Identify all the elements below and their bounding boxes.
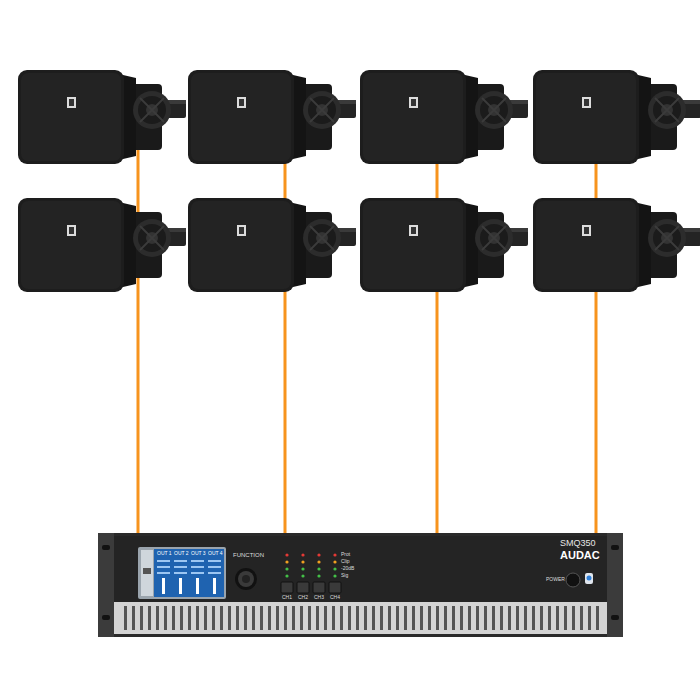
power-label: POWER	[546, 577, 565, 582]
output-label: OUT 3	[191, 551, 206, 556]
output-label: OUT 1	[157, 551, 172, 556]
output-label: OUT 4	[208, 551, 223, 556]
amplifier-body	[98, 533, 623, 637]
led-label: Prot	[341, 552, 350, 557]
knob-label: FUNCTION	[233, 552, 264, 558]
wall-speakers	[18, 70, 700, 292]
speaker-cables	[138, 150, 596, 536]
amplifier-unit: SMQ350AUDAC	[98, 533, 623, 637]
output-label: OUT 2	[174, 551, 189, 556]
channel-label: CH2	[298, 595, 308, 600]
led-label: Sig	[341, 573, 348, 578]
channel-label: CH4	[330, 595, 340, 600]
channel-label: CH3	[314, 595, 324, 600]
model-number: SMQ350	[560, 539, 596, 548]
led-label: Clip	[341, 559, 350, 564]
channel-label: CH1	[282, 595, 292, 600]
led-label: -20dB	[341, 566, 354, 571]
brand-name: AUDAC	[560, 550, 600, 561]
